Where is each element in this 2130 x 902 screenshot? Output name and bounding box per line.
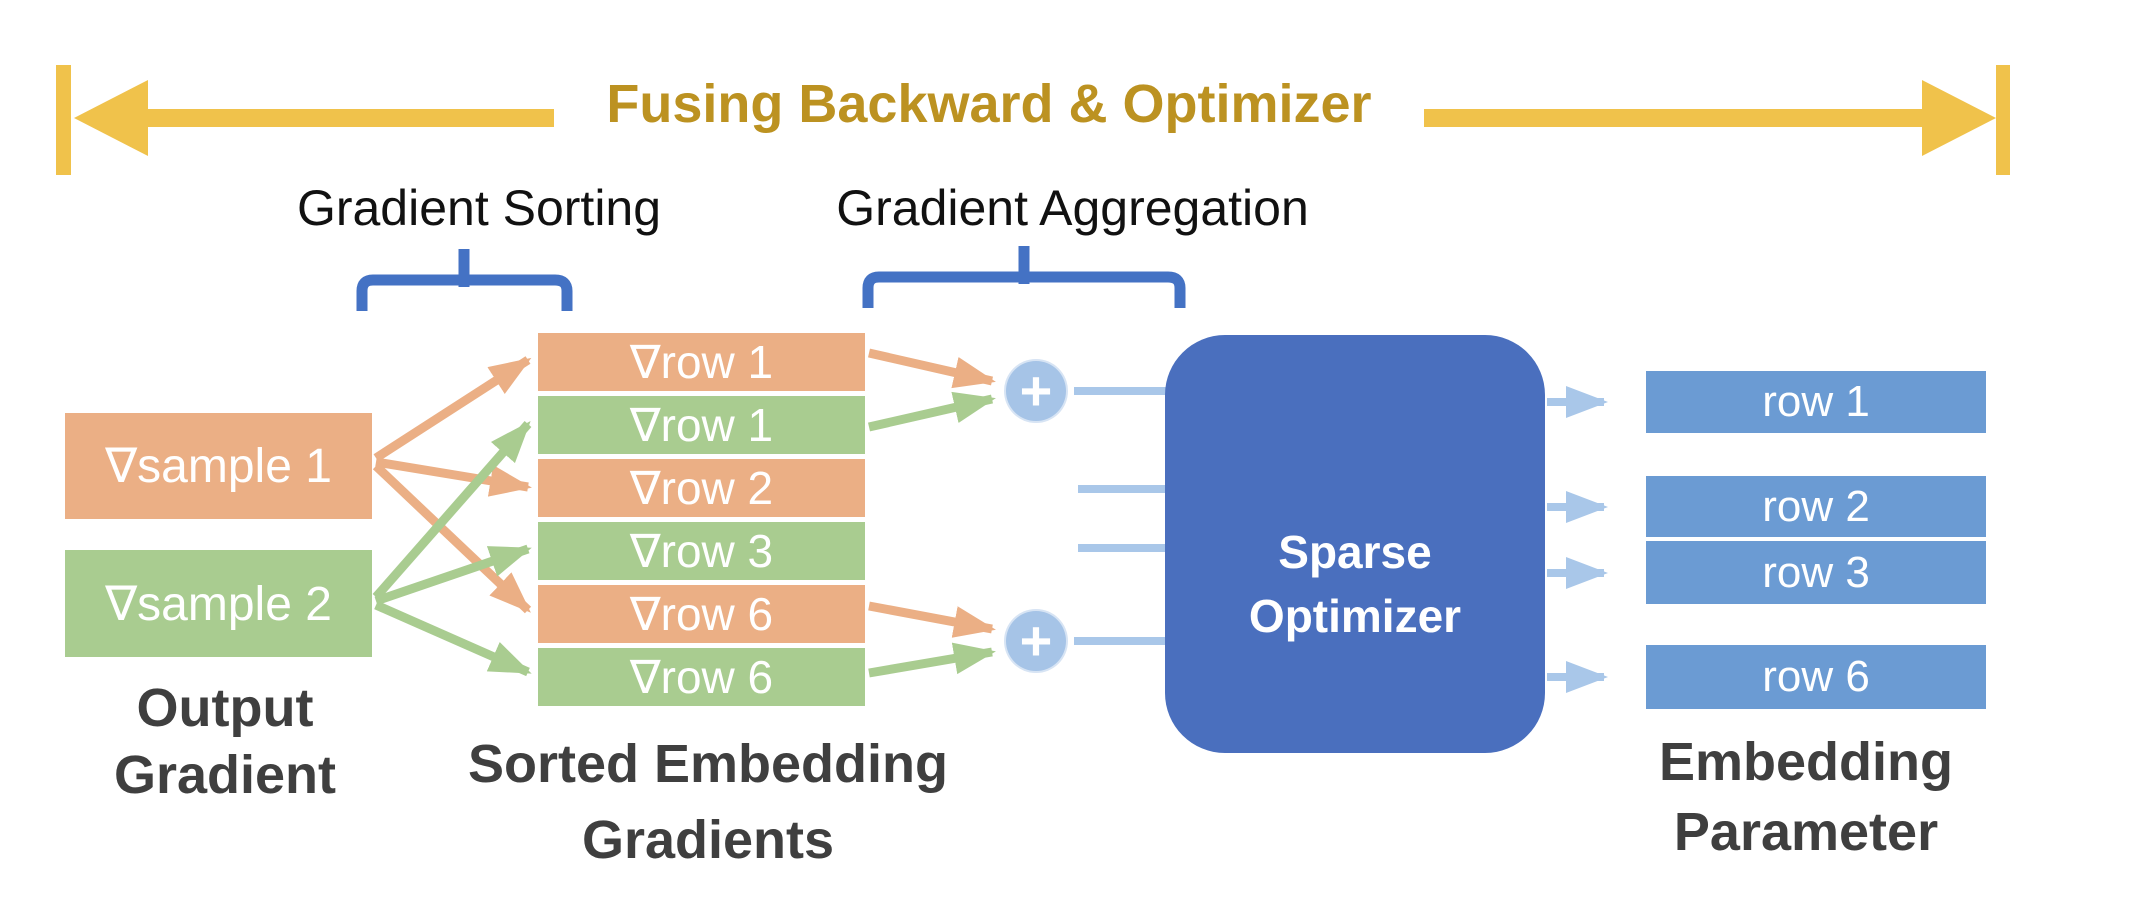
gradient-aggregation-label: Gradient Aggregation [836,180,1309,236]
sorted-row-1-green: ∇row 1 [538,396,865,454]
parameter-row-2: row 2 [1646,476,1986,537]
sorted-gradients-caption-line2: Gradients [581,810,835,870]
output-gradient-caption: Output Gradient [40,675,410,809]
sorting-arrows-sample2 [372,420,532,677]
parameter-row-6: row 6 [1646,645,1986,709]
sorted-row-6-orange: ∇row 6 [538,585,865,643]
plus-icon: + [1004,359,1068,423]
gradient-sorting-brace [356,249,573,311]
fusing-backward-optimizer-title: Fusing Backward & Optimizer [606,74,1372,134]
sorted-row-2-orange: ∇row 2 [538,459,865,517]
output-gradient-sample-1: ∇sample 1 [65,413,372,519]
parameter-row-3: row 3 [1646,541,1986,604]
plus-icon: + [1004,609,1068,673]
sparse-optimizer-label: Sparse Optimizer [1249,520,1461,648]
sparse-optimizer-box: Sparse Optimizer [1165,335,1545,753]
sparse-optimizer-label-line1: Sparse [1278,526,1432,578]
optimizer-input-lines [1074,387,1166,645]
aggregation-arrows [868,348,996,678]
embedding-parameter-caption-line1: Embedding [1659,732,1953,792]
sorting-arrows-sample1 [372,356,532,614]
sorted-gradients-caption: Sorted Embedding Gradients [420,726,996,878]
sorted-row-1-orange: ∇row 1 [538,333,865,391]
optimizer-output-arrows [1547,386,1608,693]
gradient-aggregation-brace [862,246,1186,308]
parameter-row-1: row 1 [1646,371,1986,433]
fusing-span-arrow [56,65,2010,175]
sorted-gradients-caption-line1: Sorted Embedding [467,734,948,794]
output-gradient-sample-2: ∇sample 2 [65,550,372,657]
sparse-optimizer-label-line2: Optimizer [1248,590,1462,642]
output-gradient-caption-line1: Output [136,678,314,738]
sorted-row-3-green: ∇row 3 [538,522,865,580]
sorted-row-6-green: ∇row 6 [538,648,865,706]
gradient-sorting-label: Gradient Sorting [296,180,662,236]
output-gradient-caption-line2: Gradient [113,745,337,805]
embedding-parameter-caption-line2: Parameter [1673,802,1939,862]
embedding-parameter-caption: Embedding Parameter [1626,727,1986,867]
